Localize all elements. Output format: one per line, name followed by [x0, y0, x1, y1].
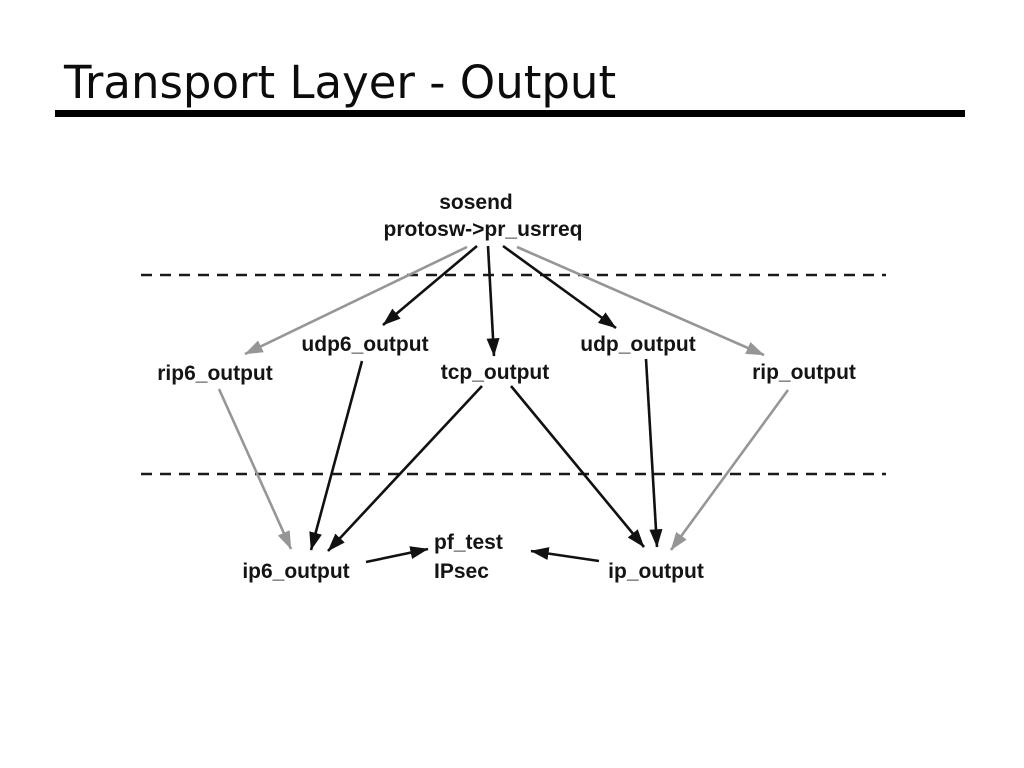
- edge-pr-usrreq-to-rip6-output: [244, 245, 468, 356]
- node-label-udp-output: udp_output: [580, 333, 696, 356]
- edge-group: [217, 244, 790, 564]
- node-label-tcp-output: tcp_output: [440, 361, 550, 384]
- edge-pr-usrreq-to-udp6-output: [382, 245, 478, 326]
- edge-ip6-output-to-pf-test: [365, 546, 429, 564]
- node-label-ipsec: IPsec: [434, 560, 489, 583]
- node-label-pr-usrreq: protosw->pr_usrreq: [383, 218, 583, 241]
- node-label-rip6-output: rip6_output: [157, 362, 273, 385]
- node-label-udp6-output: udp6_output: [301, 333, 429, 356]
- node-label-ip6-output: ip6_output: [242, 560, 350, 583]
- edge-tcp-output-to-ip-output: [509, 385, 646, 548]
- title-underline: [55, 110, 965, 117]
- node-label-pf-test: pf_test: [434, 531, 503, 554]
- node-label-sosend: sosend: [439, 191, 513, 214]
- node-label-ip-output: ip_output: [608, 560, 704, 583]
- edge-ip-output-to-pf-test: [530, 547, 600, 563]
- edge-pr-usrreq-to-tcp-output: [486, 245, 500, 357]
- edge-pr-usrreq-to-rip-output: [516, 245, 765, 357]
- edge-rip6-output-to-ip6-output: [217, 388, 293, 550]
- edge-rip-output-to-ip-output: [669, 389, 790, 551]
- layer-separators: [141, 273, 886, 476]
- edge-udp-output-to-ip-output: [644, 358, 663, 548]
- edge-pr-usrreq-to-udp-output: [502, 244, 617, 330]
- edge-tcp-output-to-ip6-output: [327, 385, 483, 552]
- edge-udp6-output-to-ip6-output: [309, 360, 364, 551]
- slide-title: Transport Layer - Output: [64, 56, 617, 109]
- node-label-rip-output: rip_output: [752, 361, 856, 384]
